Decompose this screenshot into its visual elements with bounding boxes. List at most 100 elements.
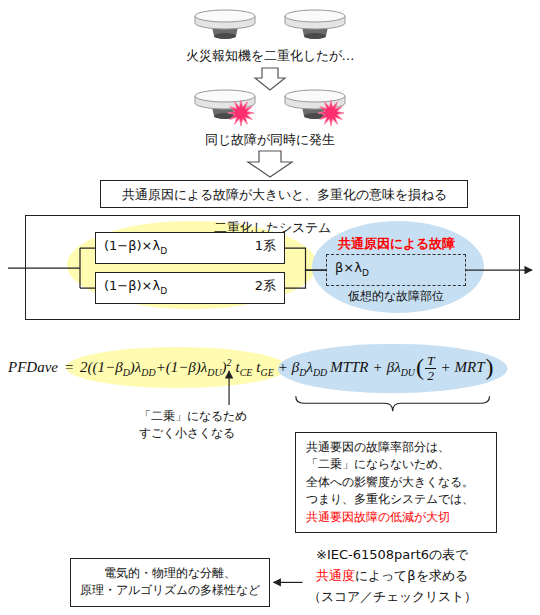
formula-symbol: DU	[401, 367, 415, 378]
subscript-text: D	[362, 268, 369, 278]
formula-term: =	[58, 359, 80, 375]
highlight-ellipse	[66, 347, 288, 388]
highlight-ellipse	[312, 221, 484, 313]
formula-term: λ	[306, 359, 313, 375]
formula-symbol: 2	[227, 357, 232, 368]
formula-symbol: +	[278, 359, 288, 375]
formula-symbol: MTTR	[330, 359, 368, 375]
formula-term: )λ	[130, 359, 142, 375]
formula-symbol: D	[299, 367, 306, 378]
formula-term: +	[274, 359, 292, 375]
statement-box: 共通原因による故障が大きいと、多重化の意味を損ねる	[100, 180, 468, 208]
node-text: 2系	[255, 278, 276, 293]
formula-symbol: 2((1−	[80, 359, 115, 375]
channel-box: (1−β)×λD 2系	[95, 272, 285, 304]
formula-term: t	[232, 359, 240, 375]
note-text: （スコア／チェックリスト）	[308, 588, 477, 605]
countermeasure-box: 電気的・物理的な分離、 原理・アルゴリズムの多様性など	[70, 558, 270, 607]
reference-arrow	[273, 582, 302, 583]
callout-arrow	[228, 371, 229, 405]
formula-term: DU	[401, 359, 415, 375]
connector-line	[285, 248, 326, 270]
node-text: 電気的・物理的な分離、 原理・アルゴリズムの多様性など	[80, 566, 260, 597]
text-block: 1系	[255, 236, 276, 254]
subscript-text: D	[160, 246, 167, 256]
text-block: 仮想的な故障部位	[326, 288, 466, 304]
formula-term: (	[415, 359, 425, 375]
formula-term: D	[299, 359, 306, 375]
formula-term: 2	[227, 359, 232, 375]
formula-term: 2((1−	[80, 359, 115, 375]
formula-symbol: MRT	[455, 359, 485, 375]
node-text: (1−β)×λ	[104, 278, 160, 293]
formula-term: +(1−β)λ	[156, 359, 208, 375]
text-block: 共通原因による故障が大きいと、多重化の意味を損ねる	[111, 184, 457, 204]
node-text: β×λ	[335, 260, 362, 275]
caption-text: 同じ故障が同時に発生	[205, 131, 335, 148]
failure-burst	[318, 100, 344, 126]
formula-symbol: (	[416, 354, 424, 380]
smoke-detector	[285, 10, 345, 39]
note-box: 共通要因の故障率部分は、 「二乗」にならないため、 全体への影響度が大きくなる。…	[295, 432, 497, 533]
formula-term: CE	[240, 359, 253, 375]
smoke-detector	[195, 10, 255, 39]
highlight-ellipse	[67, 221, 317, 309]
down-arrow	[248, 151, 292, 177]
formula-term: MRT	[455, 359, 485, 375]
formula-term: t	[252, 359, 260, 375]
failure-burst	[228, 100, 254, 126]
formula-symbol: DU	[207, 367, 221, 378]
formula-symbol: β	[292, 359, 299, 375]
text-block: β×λD	[326, 254, 466, 286]
node-text: (1−β)×λ	[104, 238, 160, 253]
connector-line	[285, 270, 326, 288]
formula-term: DD	[313, 359, 327, 375]
formula-term: PFDave	[8, 359, 58, 375]
node-text: 共通原因による故障が大きいと、多重化の意味を損ねる	[122, 187, 447, 202]
subscript-text: D	[160, 286, 167, 296]
text-block: (1−β)×λD	[104, 276, 167, 300]
formula-term: GE	[261, 359, 274, 375]
node-text: 共通原因による故障	[338, 236, 455, 251]
note-text: によってβを求める	[355, 567, 467, 584]
highlight-ellipse	[278, 344, 508, 393]
formula-term: DD	[141, 359, 155, 375]
formula-symbol: +	[373, 359, 383, 375]
brace	[296, 396, 490, 411]
formula-symbol: t	[256, 359, 260, 375]
output-arrow	[466, 269, 532, 270]
formula-symbol: T	[425, 354, 437, 369]
channel-box: (1−β)×λD 1系	[95, 232, 285, 264]
formula-symbol: +	[440, 359, 450, 375]
formula-symbol: )λ	[130, 359, 142, 375]
formula: PFDave=2((1−βD)λDD+(1−β)λDU)2tCEtGE+βDλD…	[8, 352, 495, 384]
node-text: 共通要因故障の低減が大切	[306, 510, 450, 524]
formula-symbol: D	[123, 367, 130, 378]
formula-symbol: )	[486, 354, 494, 380]
formula-term: +	[369, 359, 387, 375]
system-frame: 二重化したシステム(1−β)×λD1系(1−β)×λD2系共通原因による故障β×…	[25, 215, 520, 320]
formula-symbol: t	[236, 359, 240, 375]
formula-symbol: =	[64, 359, 74, 375]
text-block: 共通要因の故障率部分は、 「二乗」にならないため、 全体への影響度が大きくなる。…	[306, 439, 486, 509]
formula-term: )	[485, 359, 495, 375]
formula-term: D	[123, 359, 130, 375]
note-line: 共通度によってβを求める	[316, 567, 467, 584]
caption-text: 火災報知機を二重化したが…	[186, 47, 355, 64]
text-block: 共通原因による故障	[326, 235, 466, 252]
formula-term: +	[436, 359, 454, 375]
formula-symbol: GE	[261, 367, 274, 378]
node-text: 共通要因の故障率部分は、 「二乗」にならないため、 全体への影響度が大きくなる。…	[306, 440, 474, 506]
formula-term: β	[115, 359, 122, 375]
formula-term: βλ	[387, 359, 401, 375]
text-block: 共通要因故障の低減が大切	[306, 509, 486, 526]
note-text: ※IEC-61508part6の表で	[316, 546, 468, 563]
common-cause-block: 共通原因による故障 β×λD 仮想的な故障部位	[326, 235, 466, 304]
node-text: 1系	[255, 238, 276, 253]
node-text: 仮想的な故障部位	[348, 289, 444, 303]
formula-symbol: 2	[425, 369, 437, 383]
callout-text: 「二乗」になるため すごく小さくなる	[139, 408, 259, 443]
formula-symbol: )	[222, 359, 227, 375]
formula-term: DU	[207, 359, 221, 375]
text-block: 電気的・物理的な分離、 原理・アルゴリズムの多様性など	[79, 565, 261, 600]
